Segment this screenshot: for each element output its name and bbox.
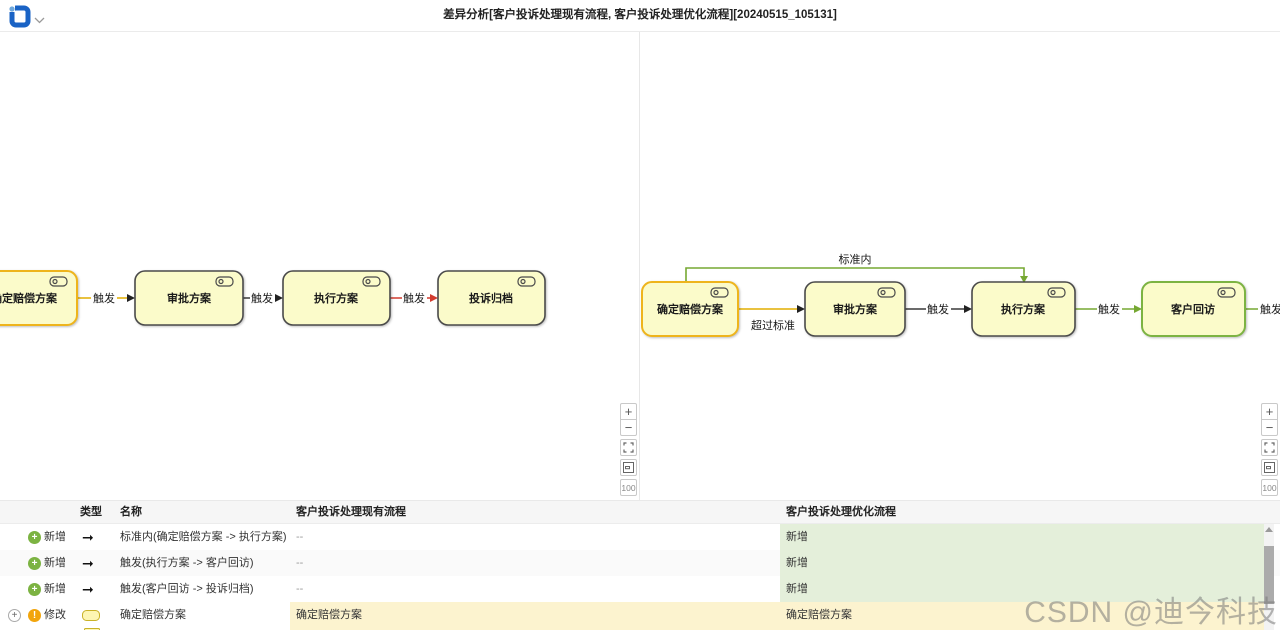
arrowhead-icon [1134, 305, 1142, 313]
app-logo-icon [6, 3, 32, 29]
old-process-cell: -- [296, 557, 304, 569]
flow-edge[interactable] [685, 267, 1025, 282]
node-marker-icon [49, 276, 536, 287]
zoom-controls: + − 100 [620, 403, 637, 496]
flow-node-label: 客户回访 [1170, 302, 1215, 316]
flow-node-label: 确定赔偿方案 [657, 302, 724, 316]
table-row[interactable]: + 新增 ➞ 触发(客户回访 -> 投诉归档) -- 新增 [0, 576, 1280, 602]
chevron-down-icon[interactable] [34, 11, 45, 29]
flow-node[interactable] [134, 270, 244, 326]
flow-edge-label: 标准内 [839, 252, 872, 266]
edge-label-bg [250, 290, 275, 305]
fullscreen-button[interactable] [1261, 439, 1278, 456]
connection-arrow-icon: ➞ [82, 529, 94, 545]
added-icon: + [28, 583, 41, 596]
modified-icon: ! [28, 609, 41, 622]
change-type: 新增 [44, 557, 66, 569]
diagram-panels: 触发 触发 触发 确定赔偿方案 审批方案 执行方案 投诉归档 [0, 32, 1280, 500]
column-header-name: 名称 [120, 506, 142, 518]
flow-edge-label: 触发 [251, 291, 273, 305]
diff-name: 标准内(确定赔偿方案 -> 执行方案) [120, 531, 287, 543]
diff-name: 触发(执行方案 -> 客户回访) [120, 557, 254, 569]
table-row[interactable]: + ! 修改 确定赔偿方案 确定赔偿方案 确定赔偿方案 [0, 602, 1280, 628]
page-title: 差异分析[客户投诉处理现有流程, 客户投诉处理优化流程][20240515_10… [443, 9, 837, 21]
arrowhead-icon [797, 305, 805, 313]
edge-label-bg [1258, 301, 1280, 316]
connection-arrow-icon: ➞ [82, 581, 94, 597]
edge-label-bg [926, 301, 951, 316]
edge-label-bg [1097, 301, 1122, 316]
function-shape-icon [82, 602, 100, 628]
table-row[interactable]: + 新增 ➞ 触发(执行方案 -> 客户回访) -- 新增 [0, 550, 1280, 576]
node-marker-icon [710, 287, 1236, 298]
fullscreen-button[interactable] [620, 439, 637, 456]
flow-edge-label: 触发 [93, 291, 115, 305]
flow-edge-label: 触发 [403, 291, 425, 305]
zoom-in-button[interactable]: + [1261, 403, 1278, 420]
flow-node-label: 审批方案 [167, 291, 212, 305]
flow-edge-label: 触发 [1098, 302, 1120, 316]
table-scrollbar[interactable] [1264, 524, 1274, 630]
zoom-out-button[interactable]: − [1261, 419, 1278, 436]
function-shape-icon [84, 628, 100, 630]
flow-node-label: 执行方案 [314, 291, 359, 305]
zoom-out-button[interactable]: − [620, 419, 637, 436]
new-process-canvas[interactable]: 标准内 超过标准 触发 触发 触发 确定赔偿方案 [640, 32, 1280, 500]
topbar: 差异分析[客户投诉处理现有流程, 客户投诉处理优化流程][20240515_10… [0, 0, 1280, 32]
old-process-cell: -- [296, 531, 304, 543]
diff-table: 类型 名称 客户投诉处理现有流程 客户投诉处理优化流程 + 新增 ➞ 标准内(确… [0, 500, 1280, 630]
diff-table-header: 类型 名称 客户投诉处理现有流程 客户投诉处理优化流程 [0, 501, 1280, 524]
connection-arrow-icon: ➞ [82, 555, 94, 571]
flow-node[interactable] [641, 281, 739, 337]
diff-name: 触发(客户回访 -> 投诉归档) [120, 583, 254, 595]
old-process-cell: 确定赔偿方案 [290, 602, 780, 628]
arrowhead-icon [1020, 276, 1028, 283]
added-icon: + [28, 531, 41, 544]
arrowhead-icon [964, 305, 972, 313]
new-process-cell: 新增 [780, 550, 1264, 576]
arrowhead-icon [127, 294, 135, 302]
column-header-new-process: 客户投诉处理优化流程 [786, 506, 896, 518]
column-header-type: 类型 [80, 506, 102, 518]
zoom-controls: + − 100 [1261, 403, 1278, 496]
flow-edge-label: 触发 [927, 302, 949, 316]
zoom-in-button[interactable]: + [620, 403, 637, 420]
flow-node[interactable] [804, 281, 906, 337]
zoom-level: 100 [1261, 479, 1278, 496]
flow-edge-label: 触发 [1260, 302, 1280, 316]
column-header-old-process: 客户投诉处理现有流程 [296, 506, 406, 518]
fit-view-button[interactable] [1261, 459, 1278, 476]
table-row-partial [0, 628, 1280, 630]
scroll-up-icon[interactable] [1265, 527, 1273, 532]
scrollbar-thumb[interactable] [1264, 546, 1274, 604]
flow-edge-label: 超过标准 [751, 318, 795, 332]
flow-node-label: 审批方案 [833, 302, 878, 316]
expand-button[interactable]: + [8, 609, 21, 622]
new-process-cell: 新增 [780, 524, 1264, 550]
edge-label-bg [91, 290, 117, 305]
added-icon: + [28, 557, 41, 570]
arrowhead-icon [275, 294, 283, 302]
flow-node[interactable] [0, 270, 78, 326]
fit-view-button[interactable] [620, 459, 637, 476]
table-row[interactable]: + 新增 ➞ 标准内(确定赔偿方案 -> 执行方案) -- 新增 [0, 524, 1280, 550]
change-type: 修改 [44, 609, 66, 621]
arrowhead-icon [430, 294, 438, 302]
zoom-level: 100 [620, 479, 637, 496]
old-process-canvas[interactable]: 触发 触发 触发 确定赔偿方案 审批方案 执行方案 投诉归档 [0, 32, 640, 500]
new-process-cell: 新增 [780, 576, 1264, 602]
edge-label-bg [402, 290, 427, 305]
change-type: 新增 [44, 531, 66, 543]
flow-node-label: 执行方案 [1001, 302, 1046, 316]
new-process-cell: 确定赔偿方案 [780, 602, 1264, 628]
diff-name: 确定赔偿方案 [120, 609, 186, 621]
flow-node-label: 确定赔偿方案 [0, 291, 58, 305]
flow-node-label: 投诉归档 [469, 291, 513, 305]
old-process-cell: -- [296, 583, 304, 595]
change-type: 新增 [44, 583, 66, 595]
